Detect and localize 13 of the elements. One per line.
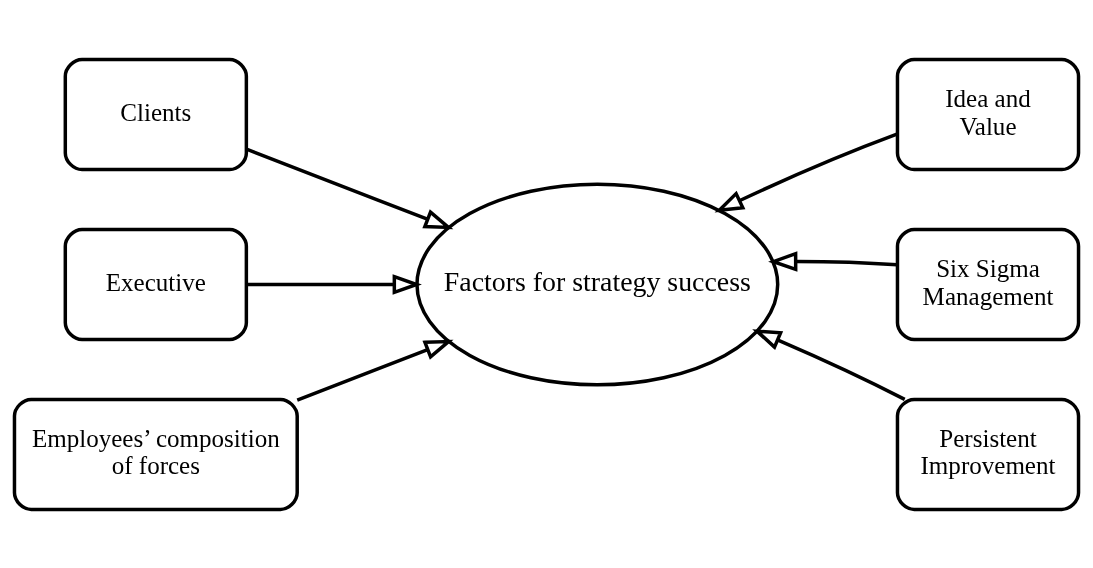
arrow xyxy=(296,339,454,402)
node-ellipse: Factors for strategy success xyxy=(415,182,780,386)
arrow xyxy=(752,328,906,401)
arrow xyxy=(246,273,422,295)
node-box: Employees’ composition of forces xyxy=(12,397,299,511)
arrow xyxy=(714,132,898,212)
arrow xyxy=(245,147,454,229)
node-box: Persistent Improvement xyxy=(895,397,1081,511)
node-box: Idea and Value xyxy=(895,57,1081,171)
node-box: Executive xyxy=(63,227,249,341)
node-box: Clients xyxy=(63,57,249,171)
arrow xyxy=(768,250,898,272)
node-box: Six Sigma Management xyxy=(895,227,1081,341)
